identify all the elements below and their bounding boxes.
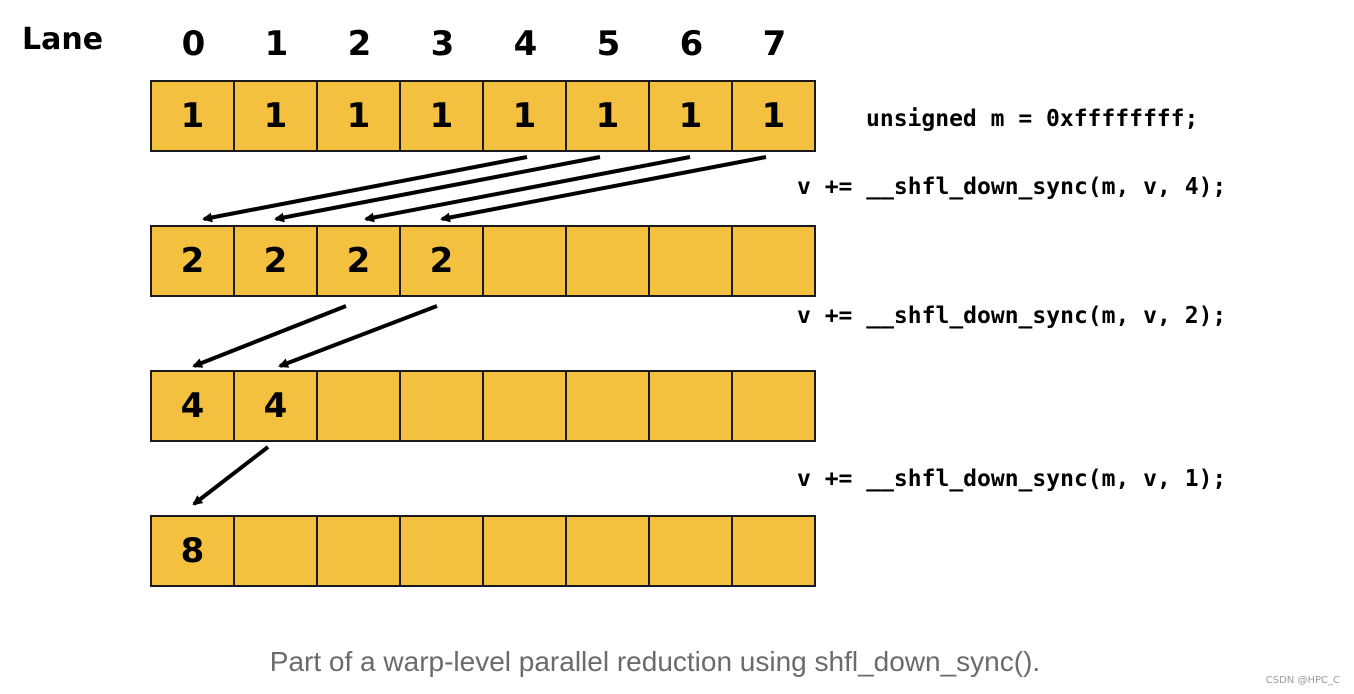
lane-cell: 1 [152, 82, 235, 150]
lane-cell [567, 227, 650, 295]
register-row-step2: 4 4 [150, 370, 816, 442]
shuffle-arrow [192, 445, 270, 506]
lane-cell [567, 517, 650, 585]
lane-cell [318, 372, 401, 440]
shuffle-arrow [440, 155, 767, 223]
register-row-initial: 1 1 1 1 1 1 1 1 [150, 80, 816, 152]
shuffle-arrow [202, 155, 528, 223]
lane-cell [401, 517, 484, 585]
lane-number-2: 2 [347, 24, 372, 64]
lane-cell [235, 517, 318, 585]
lane-number-5: 5 [596, 24, 621, 64]
code-shuffle-2: v += __shfl_down_sync(m, v, 2); [797, 303, 1227, 329]
lane-cell: 1 [761, 96, 786, 136]
lane-cell: 4 [152, 372, 235, 440]
shuffle-arrow [192, 304, 347, 368]
lane-cell: 2 [235, 227, 318, 295]
lane-cell [650, 517, 733, 585]
lane-cell: 2 [318, 227, 401, 295]
lane-cell: 1 [567, 82, 650, 150]
lane-number-6: 6 [679, 24, 704, 64]
lane-cell [401, 372, 484, 440]
lane-number-1: 1 [264, 24, 289, 64]
lane-number-0: 0 [181, 24, 206, 64]
lane-cell [484, 372, 567, 440]
lane-number-4: 4 [513, 24, 538, 64]
shuffle-arrow [278, 304, 438, 368]
figure-caption: Part of a warp-level parallel reduction … [269, 646, 1041, 677]
register-row-step3: 8 [150, 515, 816, 587]
code-mask-line: unsigned m = 0xffffffff; [866, 106, 1199, 132]
lane-cell: 1 [650, 82, 733, 150]
lane-number-3: 3 [430, 24, 455, 64]
code-shuffle-1: v += __shfl_down_sync(m, v, 1); [797, 466, 1227, 492]
lane-cell: 4 [235, 372, 318, 440]
register-row-step1: 2 2 2 2 [150, 225, 816, 297]
lane-number-7: 7 [762, 24, 787, 64]
lane-cell: 2 [152, 227, 235, 295]
code-shuffle-4: v += __shfl_down_sync(m, v, 4); [797, 174, 1227, 200]
lane-cell [484, 517, 567, 585]
lane-cell: 1 [235, 82, 318, 150]
lane-cell [567, 372, 650, 440]
shuffle-arrow [364, 155, 691, 223]
lane-cell: 1 [318, 82, 401, 150]
lane-cell: 1 [401, 82, 484, 150]
watermark: CSDN @HPC_C [1265, 675, 1340, 686]
shuffle-arrow [274, 155, 601, 223]
lane-cell [484, 227, 567, 295]
lane-cell [318, 517, 401, 585]
lane-cell: 8 [152, 517, 235, 585]
lane-label: Lane [22, 22, 104, 57]
lane-cell [650, 227, 733, 295]
lane-cell: 2 [401, 227, 484, 295]
lane-cell [650, 372, 733, 440]
lane-cell: 1 [484, 82, 567, 150]
